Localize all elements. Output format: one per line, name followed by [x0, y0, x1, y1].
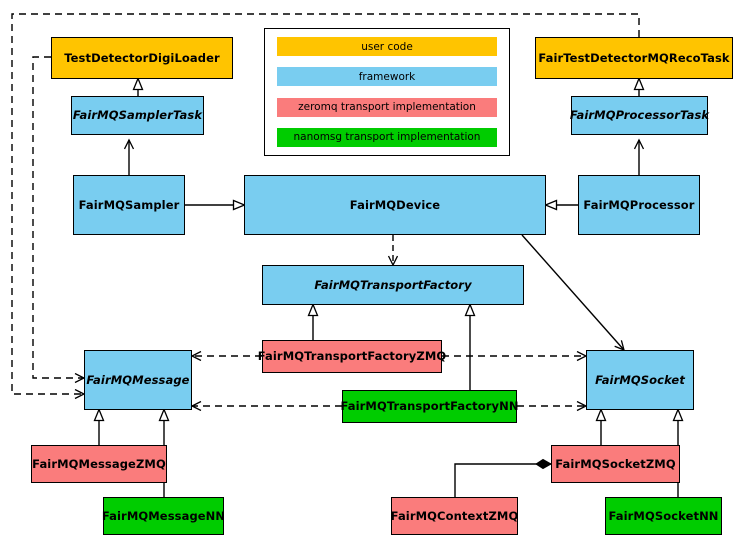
class-box-label: FairMQMessageNN [101, 508, 226, 523]
class-box-label: FairMQTransportFactoryNN [340, 399, 519, 414]
class-box-fairmqdevice[interactable]: FairMQDevice [244, 175, 546, 235]
class-box-fairmqmessage[interactable]: FairMQMessage [84, 350, 192, 410]
class-box-fairmqtransportfactorynn[interactable]: FairMQTransportFactoryNN [340, 390, 519, 423]
class-box-fairmqtransportfactory[interactable]: FairMQTransportFactory [262, 265, 524, 305]
class-box-label: FairMQSocketZMQ [555, 456, 676, 471]
class-box-label: FairMQProcessor [583, 197, 695, 212]
class-box-fairmqsocketzmq[interactable]: FairMQSocketZMQ [551, 445, 680, 483]
class-box-label: FairMQTransportFactoryZMQ [257, 349, 447, 364]
class-box-fairmqmessagenn[interactable]: FairMQMessageNN [101, 497, 226, 535]
class-box-label: FairMQMessageZMQ [32, 456, 166, 471]
class-box-fairmqprocessor[interactable]: FairMQProcessor [578, 175, 700, 235]
class-box-label: FairTestDetectorMQRecoTask [538, 50, 730, 65]
class-box-fairmqsocket[interactable]: FairMQSocket [586, 350, 694, 410]
legend-item-user-code: user code [277, 37, 497, 56]
class-box-fairmqmessagezmq[interactable]: FairMQMessageZMQ [31, 445, 167, 483]
class-box-fairmqtransportfactoryzmq[interactable]: FairMQTransportFactoryZMQ [258, 340, 446, 373]
class-box-fairmqsocketnn[interactable]: FairMQSocketNN [605, 497, 722, 535]
class-box-fairmqsampler[interactable]: FairMQSampler [73, 175, 185, 235]
class-box-fairmqprocessortask[interactable]: FairMQProcessorTask [569, 96, 710, 135]
legend-item-zeromq: zeromq transport implementation [277, 97, 497, 117]
class-box-label: FairMQProcessorTask [569, 108, 710, 123]
class-box-label: FairMQContextZMQ [390, 508, 519, 523]
class-box-fairmqsamplertask[interactable]: FairMQSamplerTask [71, 96, 204, 135]
class-box-label: FairMQSamplerTask [72, 108, 203, 123]
class-box-label: FairMQDevice [349, 197, 441, 212]
class-box-label: FairMQSocketNN [608, 508, 719, 523]
class-box-label: FairMQTransportFactory [314, 277, 472, 292]
class-box-fairtestdetectormqrecotask[interactable]: FairTestDetectorMQRecoTask [535, 37, 733, 79]
class-box-label: FairMQSocket [595, 372, 685, 387]
legend-label-framework: framework [358, 70, 416, 83]
class-box-label: FairMQMessage [86, 372, 190, 387]
class-box-testdetectordigiloader[interactable]: TestDetectorDigiLoader [51, 37, 233, 79]
legend-item-framework: framework [277, 67, 497, 87]
legend-label-nanomsg: nanomsg transport implementation [293, 131, 481, 144]
legend: user code framework zeromq transport imp… [264, 28, 510, 156]
legend-label-zeromq: zeromq transport implementation [298, 101, 476, 114]
class-box-label: FairMQSampler [78, 197, 180, 212]
class-box-fairmqcontextzmq[interactable]: FairMQContextZMQ [391, 497, 518, 535]
class-box-label: TestDetectorDigiLoader [64, 50, 220, 65]
edge-contextzmq-socketzmq [454, 458, 553, 497]
legend-label-user-code: user code [361, 40, 413, 53]
legend-item-nanomsg: nanomsg transport implementation [277, 127, 497, 147]
edge-device-socket [521, 234, 624, 350]
